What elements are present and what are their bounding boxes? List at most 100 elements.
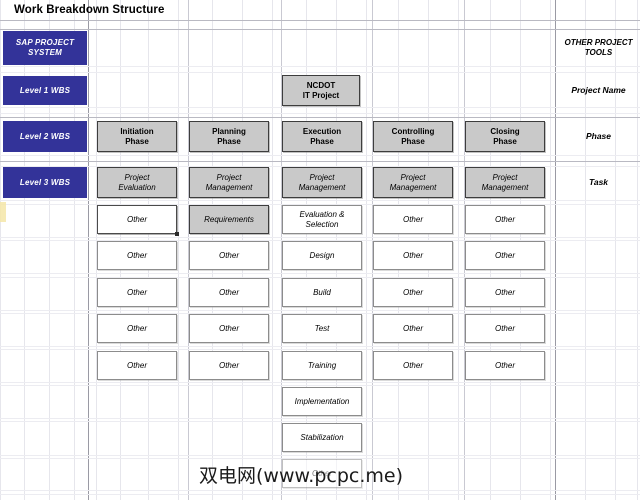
tools-row-task: Task — [560, 167, 637, 198]
wbs-task-execution-3[interactable]: Build — [282, 278, 362, 307]
phase-line-1: Closing — [490, 126, 520, 136]
grid-vline — [178, 0, 179, 500]
wbs-task-closing-3[interactable]: Other — [465, 278, 545, 307]
wbs-level3-planning[interactable]: Project Management — [189, 167, 269, 198]
wbs-task-execution-2[interactable]: Design — [282, 241, 362, 270]
wbs-task-initiation-4[interactable]: Other — [97, 314, 177, 343]
grid-hline — [0, 455, 640, 456]
grid-hline — [0, 458, 640, 459]
wbs-task-execution-8[interactable]: Other — [282, 459, 362, 488]
grid-hline — [0, 166, 640, 167]
level-label-level-2-wbs[interactable]: Level 2 WBS — [3, 121, 87, 152]
grid-hline — [0, 113, 640, 114]
wbs-task-closing-5[interactable]: Other — [465, 351, 545, 380]
task-label: Other — [126, 214, 147, 224]
level3-line-1: Project — [492, 172, 518, 182]
wbs-task-execution-5[interactable]: Training — [282, 351, 362, 380]
task-label: Other — [126, 360, 147, 370]
grid-hline — [0, 385, 640, 386]
wbs-task-execution-7[interactable]: Stabilization — [282, 423, 362, 452]
tools-row-label: Phase — [585, 131, 612, 142]
phase-line-1: Planning — [212, 126, 246, 136]
wbs-task-planning-5[interactable]: Other — [189, 351, 269, 380]
wbs-level3-execution[interactable]: Project Management — [282, 167, 362, 198]
grid-hline — [0, 346, 640, 347]
grid-vline — [272, 0, 273, 500]
grid-hline — [0, 155, 640, 156]
level3-line-1: Project — [400, 172, 426, 182]
grid-vline — [88, 0, 89, 500]
level3-line-1: Project — [216, 172, 242, 182]
grid-hline — [0, 349, 640, 350]
wbs-task-controlling-1[interactable]: Other — [373, 205, 453, 234]
wbs-task-initiation-2[interactable]: Other — [97, 241, 177, 270]
phase-line-2: Phase — [493, 136, 517, 146]
grid-vline — [188, 0, 189, 500]
grid-hline — [0, 313, 640, 314]
wbs-task-planning-4[interactable]: Other — [189, 314, 269, 343]
grid-hline — [0, 107, 640, 108]
task-label: Other — [311, 468, 332, 478]
grid-hline — [0, 382, 640, 383]
task-label: Other — [402, 250, 423, 260]
grid-hline — [0, 421, 640, 422]
grid-vline — [372, 0, 373, 500]
level3-line-2: Management — [389, 182, 437, 192]
tools-row-label: Task — [588, 177, 609, 188]
wbs-task-controlling-3[interactable]: Other — [373, 278, 453, 307]
level3-line-2: Management — [481, 182, 529, 192]
phase-line-2: Phase — [217, 136, 241, 146]
level-label-sap-project-system[interactable]: SAP PROJECT SYSTEM — [3, 31, 87, 65]
wbs-task-controlling-2[interactable]: Other — [373, 241, 453, 270]
wbs-phase-closing[interactable]: Closing Phase — [465, 121, 545, 152]
wbs-phase-execution[interactable]: Execution Phase — [282, 121, 362, 152]
wbs-task-controlling-4[interactable]: Other — [373, 314, 453, 343]
phase-line-2: Phase — [401, 136, 425, 146]
wbs-task-planning-1[interactable]: Requirements — [189, 205, 269, 234]
grid-hline — [0, 273, 640, 274]
level-label-text: Level 1 WBS — [19, 85, 71, 95]
wbs-task-closing-4[interactable]: Other — [465, 314, 545, 343]
wbs-task-initiation-1[interactable]: Other — [97, 205, 179, 236]
wbs-level3-initiation[interactable]: Project Evaluation — [97, 167, 177, 198]
grid-vline — [464, 0, 465, 500]
level-label-text: Level 2 WBS — [19, 131, 71, 141]
wbs-level3-controlling[interactable]: Project Management — [373, 167, 453, 198]
wbs-node-root[interactable]: NCDOT IT Project — [282, 75, 360, 106]
grid-hline — [0, 240, 640, 241]
grid-hline — [0, 490, 640, 491]
task-label: Training — [307, 360, 337, 370]
grid-hline — [0, 418, 640, 419]
task-label: Other — [402, 323, 423, 333]
wbs-task-closing-2[interactable]: Other — [465, 241, 545, 270]
grid-vline — [615, 0, 616, 500]
task-label: Other — [218, 323, 239, 333]
wbs-task-initiation-3[interactable]: Other — [97, 278, 177, 307]
wbs-phase-controlling[interactable]: Controlling Phase — [373, 121, 453, 152]
page-title: Work Breakdown Structure — [14, 4, 165, 16]
wbs-task-execution-1[interactable]: Evaluation & Selection — [282, 205, 362, 234]
level3-line-1: Project — [124, 172, 150, 182]
wbs-task-planning-3[interactable]: Other — [189, 278, 269, 307]
wbs-task-execution-4[interactable]: Test — [282, 314, 362, 343]
wbs-phase-planning[interactable]: Planning Phase — [189, 121, 269, 152]
wbs-task-closing-1[interactable]: Other — [465, 205, 545, 234]
task-label: Other — [494, 250, 515, 260]
highlighted-cell-marker — [0, 202, 6, 222]
grid-hline — [0, 200, 640, 201]
task-label: Requirements — [204, 214, 254, 224]
level-label-level-1-wbs[interactable]: Level 1 WBS — [3, 76, 87, 105]
wbs-task-planning-2[interactable]: Other — [189, 241, 269, 270]
task-label: Other — [218, 287, 239, 297]
wbs-task-execution-6[interactable]: Implementation — [282, 387, 362, 416]
task-label: Design — [309, 250, 335, 260]
level-label-level-3-wbs[interactable]: Level 3 WBS — [3, 167, 87, 198]
wbs-task-controlling-5[interactable]: Other — [373, 351, 453, 380]
wbs-level3-closing[interactable]: Project Management — [465, 167, 545, 198]
tools-row-phase: Phase — [560, 121, 637, 152]
wbs-task-initiation-5[interactable]: Other — [97, 351, 177, 380]
tools-row-label: Project Name — [571, 85, 626, 96]
wbs-phase-initiation[interactable]: Initiation Phase — [97, 121, 177, 152]
grid-hline — [0, 29, 640, 30]
task-label: Build — [313, 287, 331, 297]
